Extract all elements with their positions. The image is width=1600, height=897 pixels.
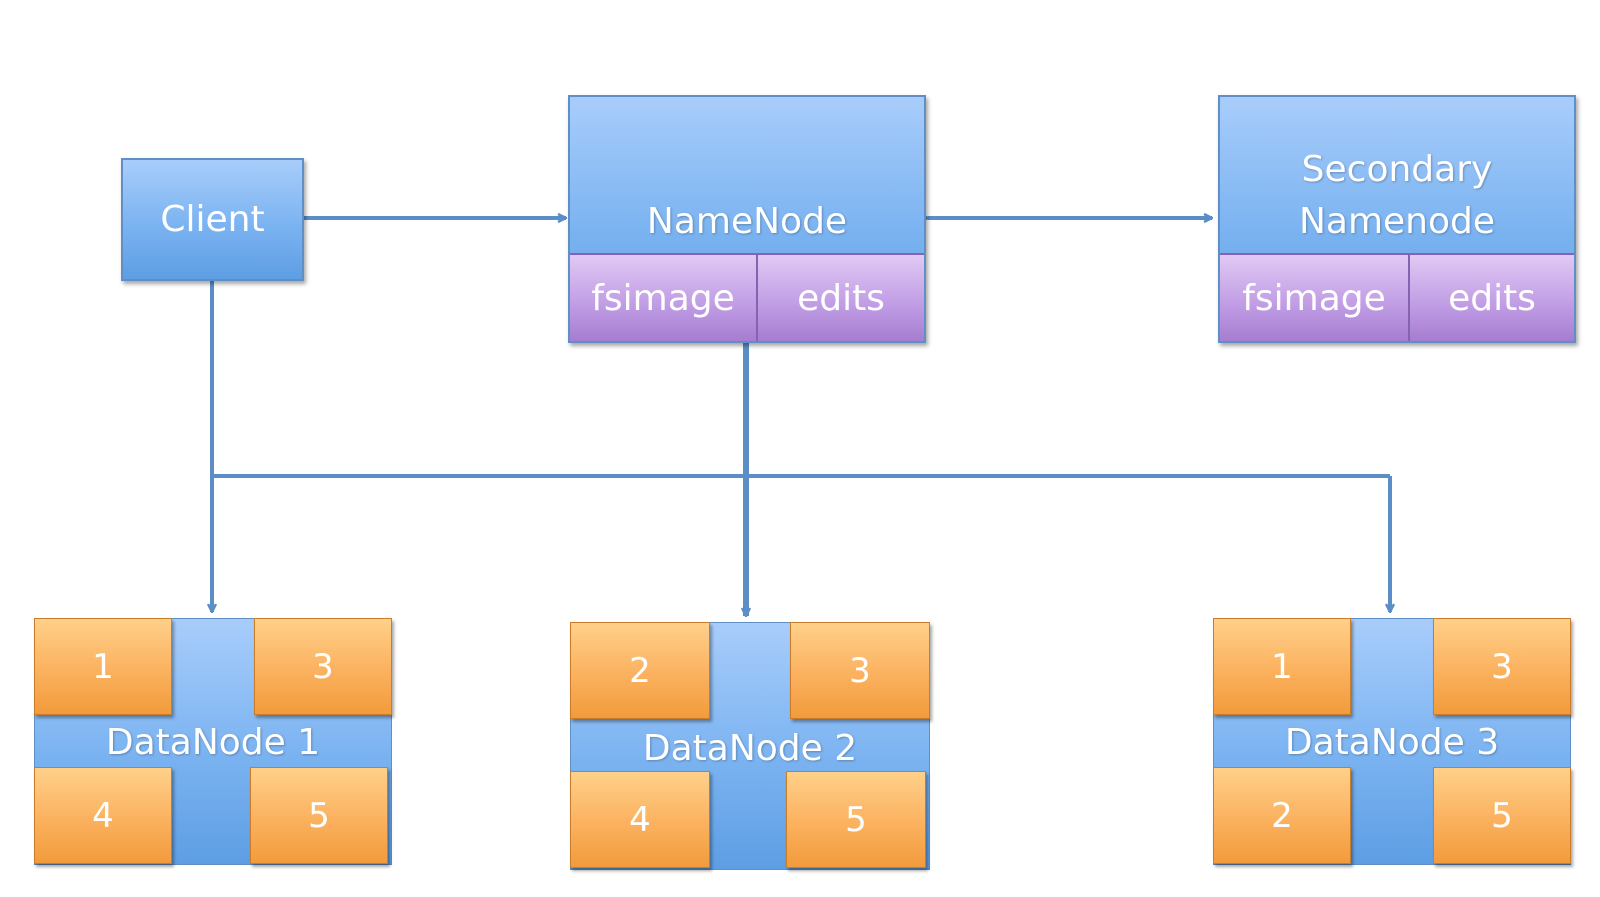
datanode-1-label: DataNode 1 xyxy=(105,722,321,763)
namenode: NameNode fsimage edits xyxy=(568,95,926,343)
client-label: Client xyxy=(160,199,265,240)
datanode-2-block-4: 4 xyxy=(570,771,710,868)
block-label: 2 xyxy=(1271,795,1293,836)
datanode-3-block-1: 1 xyxy=(1213,618,1351,715)
block-label: 3 xyxy=(312,646,334,687)
block-label: 1 xyxy=(92,646,114,687)
secondary-label-line2: Namenode xyxy=(1298,201,1496,242)
datanode-3-block-2: 2 xyxy=(1213,767,1351,864)
secondary-label-line1: Secondary xyxy=(1301,149,1493,190)
datanode-3-block-3: 3 xyxy=(1433,618,1571,715)
secondary-edits-label: edits xyxy=(1448,277,1536,319)
client-node: Client xyxy=(121,158,304,281)
block-label: 5 xyxy=(845,799,867,840)
block-label: 4 xyxy=(629,799,651,840)
namenode-label: NameNode xyxy=(646,201,848,242)
namenode-edits-label: edits xyxy=(797,277,885,319)
datanode-1-block-4: 4 xyxy=(34,767,172,864)
datanode-1-block-5: 5 xyxy=(250,767,388,864)
datanode-3-label: DataNode 3 xyxy=(1284,722,1500,763)
datanode-2-block-2: 2 xyxy=(570,622,710,719)
block-label: 2 xyxy=(629,650,651,691)
namenode-fsimage-label: fsimage xyxy=(591,277,735,319)
block-label: 3 xyxy=(1491,646,1513,687)
namenode-fsimage: fsimage xyxy=(570,253,758,341)
block-label: 1 xyxy=(1271,646,1293,687)
datanode-1-block-1: 1 xyxy=(34,618,172,715)
block-label: 3 xyxy=(849,650,871,691)
block-label: 5 xyxy=(308,795,330,836)
datanode-1-block-3: 3 xyxy=(254,618,392,715)
datanode-2-label: DataNode 2 xyxy=(642,728,858,769)
datanode-3-block-5: 5 xyxy=(1433,767,1571,864)
secondary-edits: edits xyxy=(1408,253,1574,341)
secondary-fsimage: fsimage xyxy=(1220,253,1410,341)
secondary-namenode: Secondary Namenode fsimage edits xyxy=(1218,95,1576,343)
block-label: 4 xyxy=(92,795,114,836)
secondary-fsimage-label: fsimage xyxy=(1242,277,1386,319)
datanode-2-block-5: 5 xyxy=(786,771,926,868)
namenode-edits: edits xyxy=(756,253,924,341)
block-label: 5 xyxy=(1491,795,1513,836)
datanode-2-block-3: 3 xyxy=(790,622,930,719)
